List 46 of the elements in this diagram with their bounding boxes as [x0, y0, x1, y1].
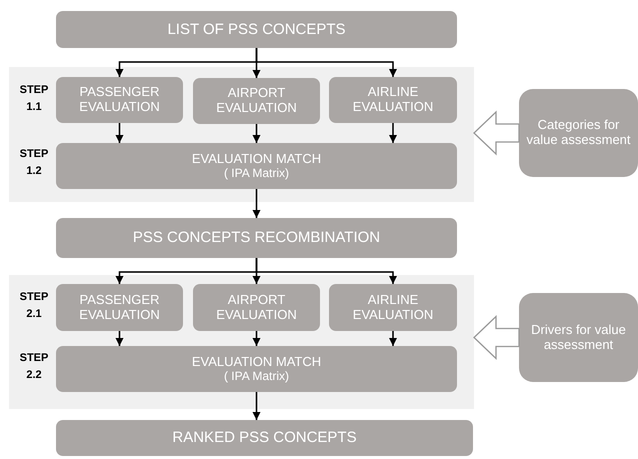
box-label: EVALUATION MATCH: [192, 152, 322, 167]
process-box: [56, 284, 183, 331]
process-box: [56, 11, 457, 48]
arrow: [116, 331, 124, 346]
process-box: [56, 346, 457, 392]
process-box: [329, 77, 457, 123]
input-box: [519, 89, 638, 177]
process-box: [193, 284, 320, 331]
box-label: EVALUATION MATCH: [192, 354, 322, 370]
box-label: AIRLINE EVALUATION: [352, 292, 434, 322]
block-arrow: [473, 110, 520, 156]
box-label: AIRLINE EVALUATION: [352, 85, 434, 115]
arrow: [252, 124, 260, 143]
arrow: [256, 258, 397, 284]
process-box: [329, 284, 457, 331]
box-label: PASSENGER EVALUATION: [78, 85, 161, 115]
process-box: [56, 218, 457, 258]
step-panel: [9, 67, 474, 202]
process-box: [193, 78, 320, 124]
box-label: PASSENGER EVALUATION: [78, 292, 161, 322]
arrow: [252, 189, 260, 218]
step-label: STEP 1.2: [18, 147, 50, 178]
arrow: [389, 123, 397, 143]
process-box: [56, 420, 473, 456]
box-label: LIST OF PSS CONCEPTS: [167, 20, 346, 38]
step-label: STEP 2.2: [18, 351, 50, 382]
box-label: RANKED PSS CONCEPTS: [172, 429, 357, 447]
box-label: PSS CONCEPTS RECOMBINATION: [132, 229, 380, 247]
arrow: [116, 123, 124, 143]
block-arrow: [473, 314, 520, 360]
arrow: [389, 331, 397, 346]
arrow: [252, 331, 260, 346]
process-box: [56, 143, 457, 189]
box-label: AIRPORT EVALUATION: [215, 86, 298, 116]
step-label: STEP 1.1: [18, 83, 50, 114]
step-label: STEP 2.1: [18, 290, 50, 322]
input-box: [519, 293, 638, 382]
box-sublabel: ( IPA Matrix): [224, 370, 290, 384]
arrow: [252, 392, 260, 420]
box-label: Drivers for value assessment: [530, 322, 627, 352]
box-label: AIRPORT EVALUATION: [215, 292, 298, 322]
process-box: [56, 77, 183, 123]
step-panel: [9, 275, 474, 409]
box-sublabel: ( IPA Matrix): [224, 166, 290, 180]
arrow: [256, 48, 397, 77]
box-label: Categories for value assessment: [525, 118, 632, 148]
